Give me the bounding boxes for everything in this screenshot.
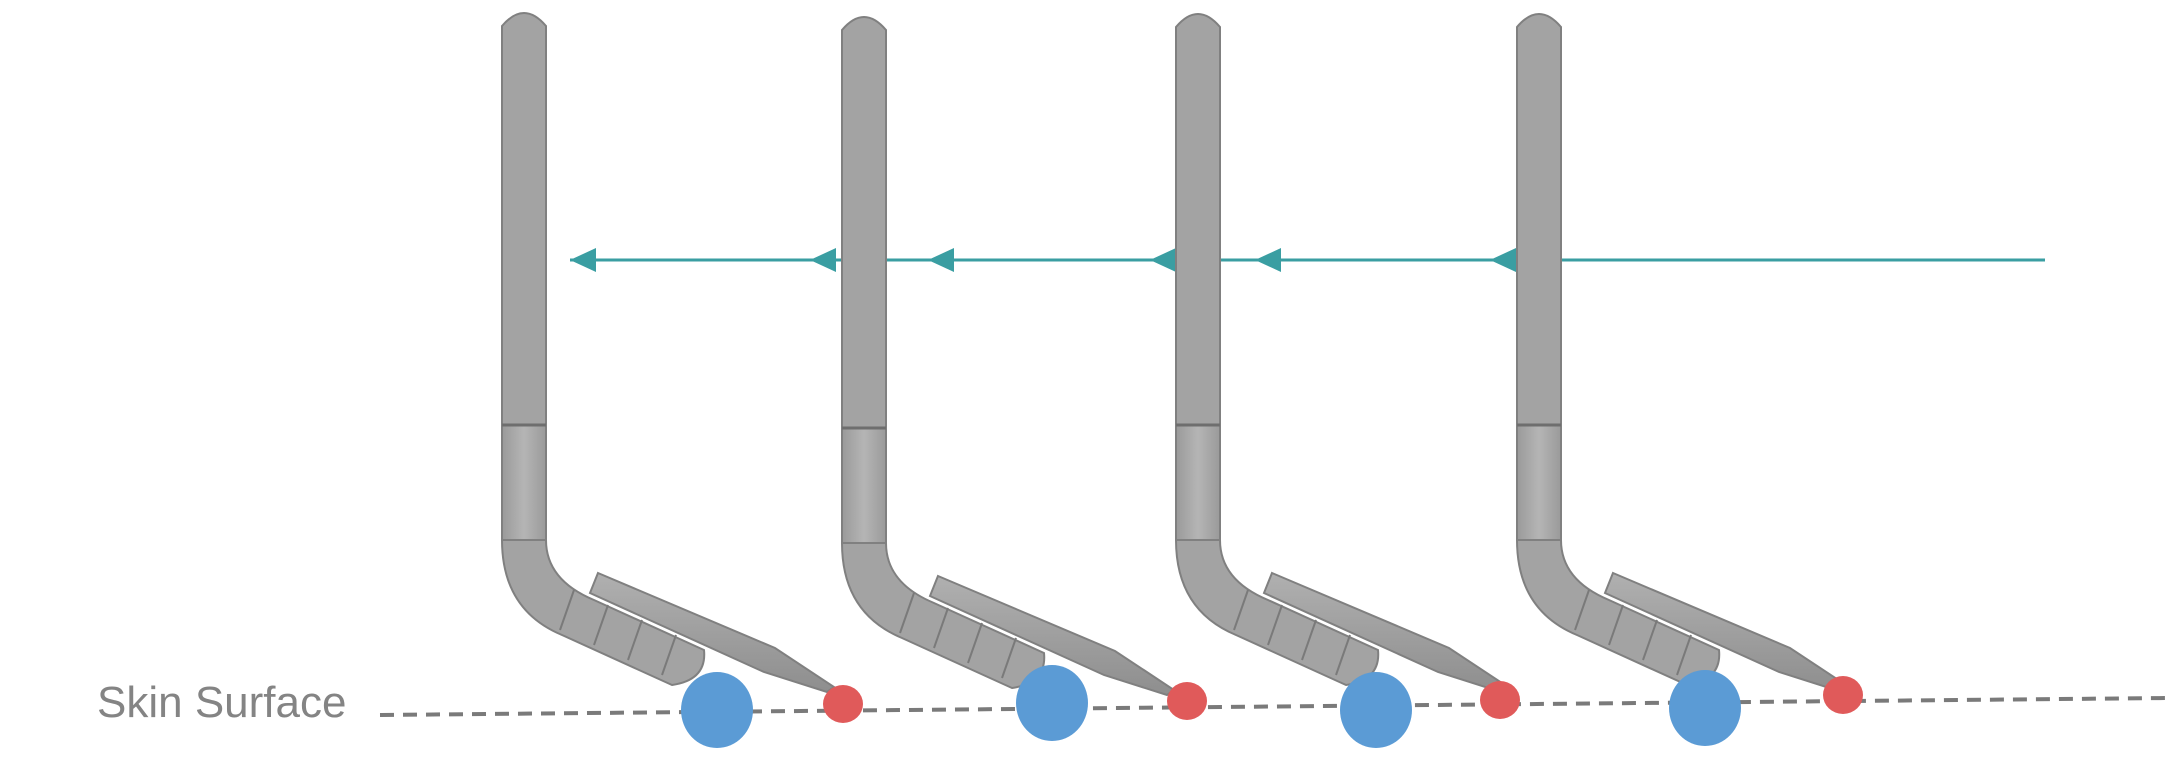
red-contact-point [1823, 676, 1863, 714]
shaft-lower-segment [841, 427, 887, 544]
instrument [1515, 13, 1851, 694]
arrowhead [1490, 248, 1516, 272]
head-rib [1301, 619, 1317, 661]
blue-contact-point [1016, 665, 1088, 741]
head-rib [593, 604, 609, 646]
skin-surface-label: Skin Surface [97, 678, 347, 727]
arrowhead [1150, 248, 1176, 272]
head-rib [1574, 589, 1590, 631]
head-rib [559, 589, 575, 631]
blade [928, 574, 1176, 697]
instrument [500, 12, 836, 694]
red-contact-point [1167, 682, 1207, 720]
head-rib [627, 619, 643, 661]
shaft [1175, 13, 1221, 541]
head-rib [1642, 619, 1658, 661]
head-rib [1233, 589, 1249, 631]
head-rib [967, 622, 983, 664]
elbow-head [500, 539, 706, 687]
blue-contact-point [1340, 672, 1412, 748]
head-rib [1001, 637, 1017, 679]
head-rib [933, 607, 949, 649]
arrowhead [570, 248, 596, 272]
head-rib [1335, 634, 1351, 676]
shaft [1516, 13, 1562, 541]
shaft [841, 16, 887, 544]
head-rib [1608, 604, 1624, 646]
head-rib [1676, 634, 1692, 676]
arrowhead [1255, 248, 1281, 272]
shaft-lower-segment [501, 424, 547, 541]
instrument [1174, 13, 1510, 694]
blue-contact-point [1669, 670, 1741, 746]
red-contact-point [1480, 681, 1520, 719]
red-contact-point [823, 685, 863, 723]
shaft-lower-segment [1516, 424, 1562, 541]
shaft-lower-segment [1175, 424, 1221, 541]
arrowhead [928, 248, 954, 272]
blade [588, 571, 836, 694]
instrument [840, 16, 1176, 697]
blue-contact-point [681, 672, 753, 748]
head-rib [899, 592, 915, 634]
head-rib [661, 634, 677, 676]
shaft [501, 12, 547, 541]
arrowhead [810, 248, 836, 272]
skin-surface-line [379, 696, 2169, 717]
head-rib [1267, 604, 1283, 646]
